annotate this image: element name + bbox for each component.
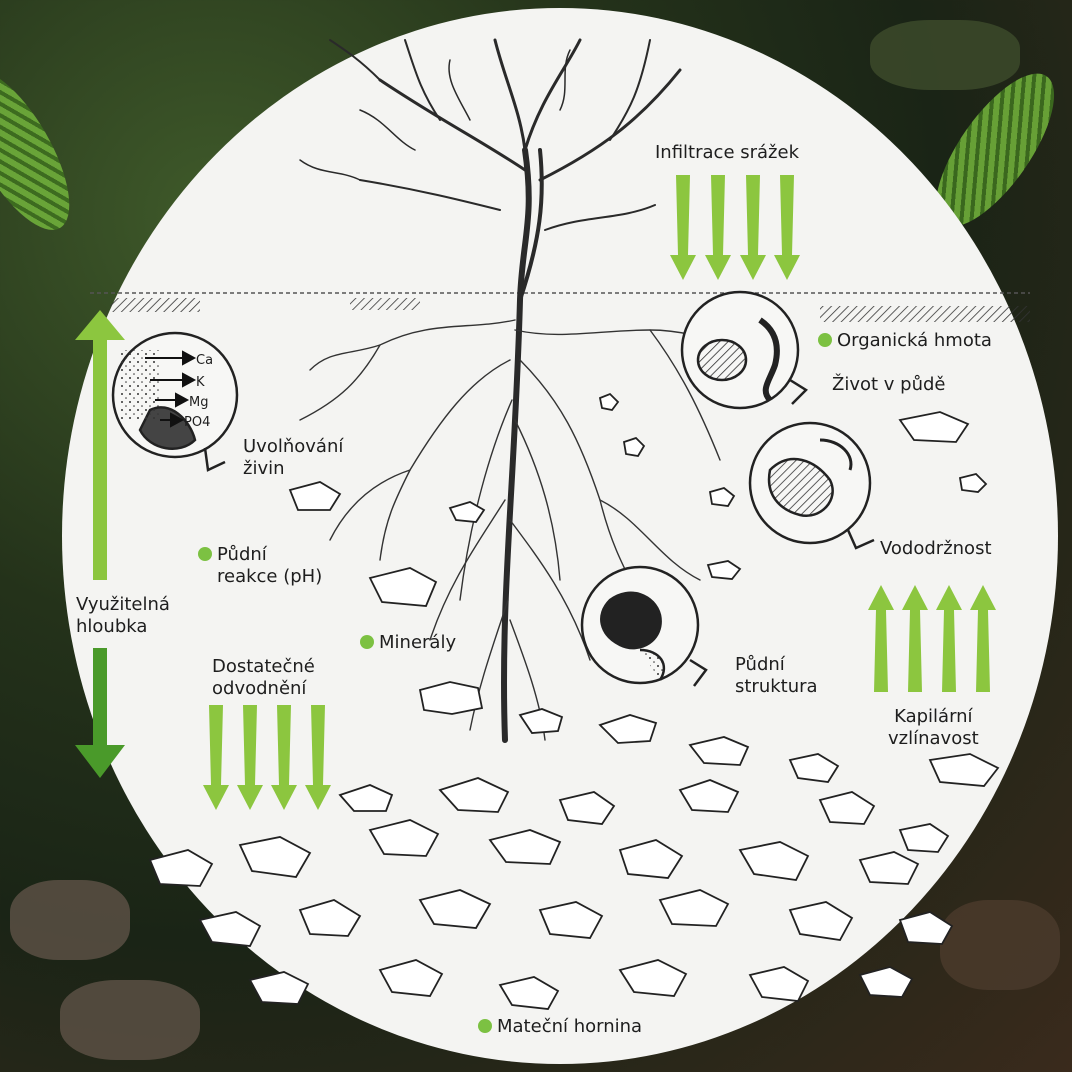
grass-hatch-mid xyxy=(350,298,420,310)
nutrient-ca: Ca xyxy=(196,350,213,372)
water-retention-lens xyxy=(750,423,874,548)
drainage-arrows xyxy=(203,705,331,810)
infiltration-arrows xyxy=(670,175,800,280)
pudni-reakce-line1: Půdní xyxy=(217,544,267,565)
label-materska-hornina: Mateční hornina xyxy=(478,1016,642,1038)
capillary-arrows xyxy=(868,585,996,692)
nutrient-mg: Mg xyxy=(189,392,208,414)
pudni-reakce-line2: reakce (pH) xyxy=(198,566,322,588)
nutrient-po4: PO4 xyxy=(184,412,210,434)
label-mineraly: Minerály xyxy=(360,632,456,654)
label-kapilarni-vzlinavost: Kapilární vzlínavost xyxy=(888,706,979,750)
vyuzitelna-line2: hloubka xyxy=(76,616,170,638)
label-pudni-reakce: Půdní reakce (pH) xyxy=(198,544,322,588)
uvolnovani-line2: živin xyxy=(243,458,343,480)
label-infiltrace: Infiltrace srážek xyxy=(655,142,799,164)
green-dot-icon xyxy=(818,333,832,347)
label-vyuzitelna-hloubka: Využitelná hloubka xyxy=(76,594,170,638)
label-organicka-hmota: Organická hmota xyxy=(818,330,992,352)
green-dot-icon xyxy=(478,1019,492,1033)
label-pudni-struktura: Půdní struktura xyxy=(735,654,818,698)
label-vododrznost: Vododržnost xyxy=(880,538,992,560)
grass-hatch-right xyxy=(820,306,1030,322)
odvodneni-line1: Dostatečné xyxy=(212,656,315,678)
struktura-line1: Půdní xyxy=(735,654,818,676)
uvolnovani-line1: Uvolňování xyxy=(243,436,343,458)
organicka-text: Organická hmota xyxy=(837,330,992,351)
vyuzitelna-line1: Využitelná xyxy=(76,594,170,616)
struktura-line2: struktura xyxy=(735,676,818,698)
soil-life-lens xyxy=(682,292,806,408)
soil-structure-lens xyxy=(582,567,706,686)
green-dot-icon xyxy=(360,635,374,649)
vzlinavost-line1: Kapilární xyxy=(888,706,979,728)
grass-hatch-left xyxy=(110,298,200,312)
odvodneni-line2: odvodnění xyxy=(212,678,315,700)
label-uvolnovani-zivin: Uvolňování živin xyxy=(243,436,343,480)
vzlinavost-line2: vzlínavost xyxy=(888,728,979,750)
label-zivot-v-pude: Život v půdě xyxy=(832,374,945,396)
materska-text: Mateční hornina xyxy=(497,1016,642,1037)
mineraly-text: Minerály xyxy=(379,632,456,653)
green-dot-icon xyxy=(198,547,212,561)
label-dostatecne-odvodneni: Dostatečné odvodnění xyxy=(212,656,315,700)
nutrient-k: K xyxy=(196,372,205,394)
